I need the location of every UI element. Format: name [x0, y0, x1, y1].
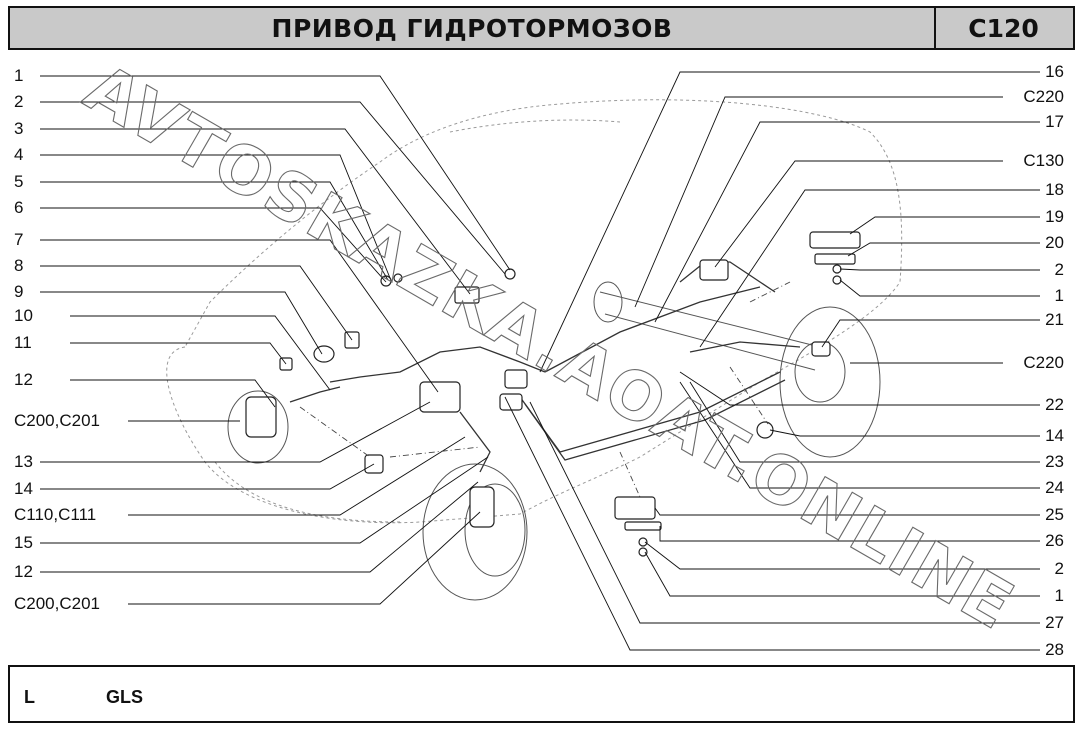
- callout-label: 8: [14, 256, 24, 275]
- callout-label: C200,C201: [14, 594, 101, 613]
- callout-label: 11: [14, 333, 32, 352]
- callout-label: 15: [14, 533, 33, 552]
- callout-label: 14: [14, 479, 33, 498]
- callout-label: 28: [1045, 640, 1064, 659]
- callout-label: 26: [1045, 531, 1064, 550]
- callout-label: C110,C111: [14, 505, 97, 524]
- variant-footer: L GLS: [8, 665, 1075, 723]
- callout-label: 27: [1045, 613, 1064, 632]
- variant-gls-label: GLS: [106, 687, 144, 707]
- callout-label: 4: [14, 145, 24, 164]
- callout-label: 6: [14, 198, 24, 217]
- variant-l-label: L: [24, 687, 35, 707]
- callout-label: C220: [1023, 353, 1064, 372]
- title-bar: ПРИВОД ГИДРОТОРМОЗОВ C120: [8, 6, 1075, 50]
- callout-label: 23: [1045, 452, 1064, 471]
- callout-label: 25: [1045, 505, 1064, 524]
- callout-label: 10: [14, 306, 33, 325]
- callout-label: 1: [1054, 586, 1064, 605]
- callout-label: 20: [1045, 233, 1064, 252]
- callout-label: 1: [14, 66, 24, 85]
- callout-label: 7: [14, 230, 24, 249]
- callout-label: 5: [14, 172, 24, 191]
- callout-label: 13: [14, 452, 33, 471]
- callout-label: C130: [1023, 151, 1064, 170]
- callout-label: 2: [1054, 260, 1064, 279]
- callout-label: 16: [1045, 62, 1064, 81]
- callout-label: C220: [1023, 87, 1064, 106]
- callout-label: 17: [1045, 112, 1064, 131]
- callout-label: 1: [1054, 286, 1064, 305]
- callout-label: 12: [14, 370, 33, 389]
- callout-label: 24: [1045, 478, 1064, 497]
- callout-label: C200,C201: [14, 411, 101, 430]
- callout-label: 3: [14, 119, 24, 138]
- callout-label: 19: [1045, 207, 1064, 226]
- callout-label: 21: [1045, 310, 1064, 329]
- callout-label: 9: [14, 282, 24, 301]
- page-title: ПРИВОД ГИДРОТОРМОЗОВ: [10, 8, 936, 48]
- section-code: C120: [968, 13, 1039, 43]
- callout-label: 12: [14, 562, 33, 581]
- brake-system-diagram: 1 2 3 4 5 6 7 8 9 10 11 12 C200,C201 13 …: [0, 52, 1085, 664]
- callout-label: 14: [1045, 426, 1064, 445]
- callout-label: 22: [1045, 395, 1064, 414]
- callout-label: 18: [1045, 180, 1064, 199]
- diagram-drawing: [40, 71, 1040, 651]
- callout-label: 2: [1054, 559, 1064, 578]
- callout-label: 2: [14, 92, 24, 111]
